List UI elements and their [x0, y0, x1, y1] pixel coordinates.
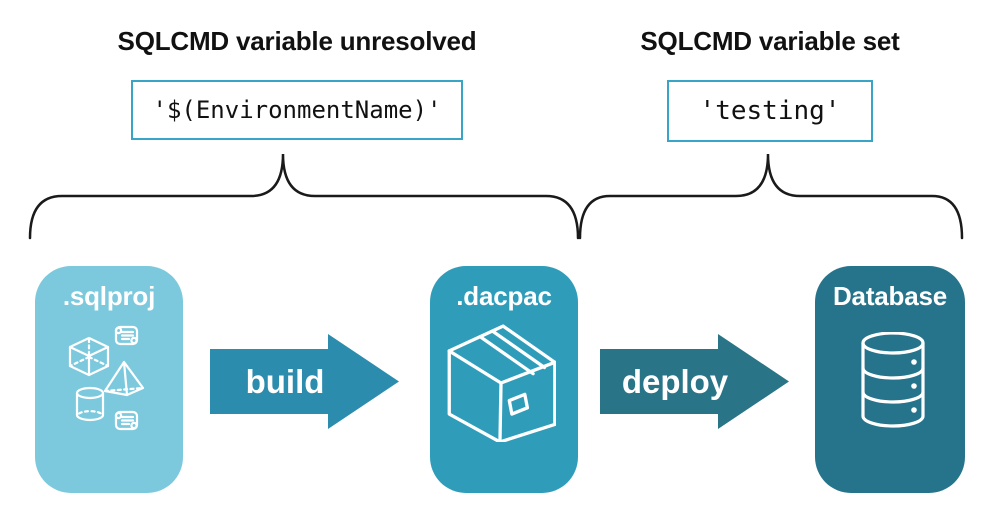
database-dots: [911, 359, 917, 413]
database-card: Database: [815, 266, 965, 493]
environment-variable-code: '$(EnvironmentName)': [152, 96, 442, 124]
database-cylinder-outline: [861, 332, 925, 428]
right-brace: [578, 153, 964, 240]
pyramid-icon: [103, 360, 145, 397]
sqlproj-card: .sqlproj: [35, 266, 183, 493]
sqlcmd-set-heading: SQLCMD variable set: [640, 26, 900, 56]
package-box-icon: [447, 324, 556, 442]
left-brace: [28, 153, 580, 240]
environment-variable-code-box: '$(EnvironmentName)': [131, 80, 463, 140]
sqlproj-card-label: .sqlproj: [62, 281, 156, 311]
package-box-outline: [447, 324, 556, 442]
database-cylinder-icon: [861, 332, 925, 428]
sql-object-icons: [68, 325, 145, 431]
testing-value-code: 'testing': [699, 96, 841, 126]
database-card-label: Database: [832, 281, 948, 311]
build-arrow: build: [210, 334, 399, 429]
testing-value-code-box: 'testing': [667, 80, 873, 142]
cube-icon: [68, 336, 110, 377]
deploy-arrow-shape: [600, 334, 789, 429]
script-scroll-icon: [114, 410, 139, 431]
deploy-arrow: deploy: [600, 334, 789, 429]
deploy-arrow-label: deploy: [622, 363, 729, 400]
build-arrow-label: build: [246, 363, 325, 400]
script-scroll-icon: [114, 325, 139, 346]
build-arrow-shape: [210, 334, 399, 429]
dacpac-card: .dacpac: [430, 266, 578, 493]
dacpac-card-label: .dacpac: [456, 281, 552, 311]
cylinder-icon: [75, 386, 105, 422]
sqlcmd-unresolved-heading: SQLCMD variable unresolved: [117, 26, 477, 56]
